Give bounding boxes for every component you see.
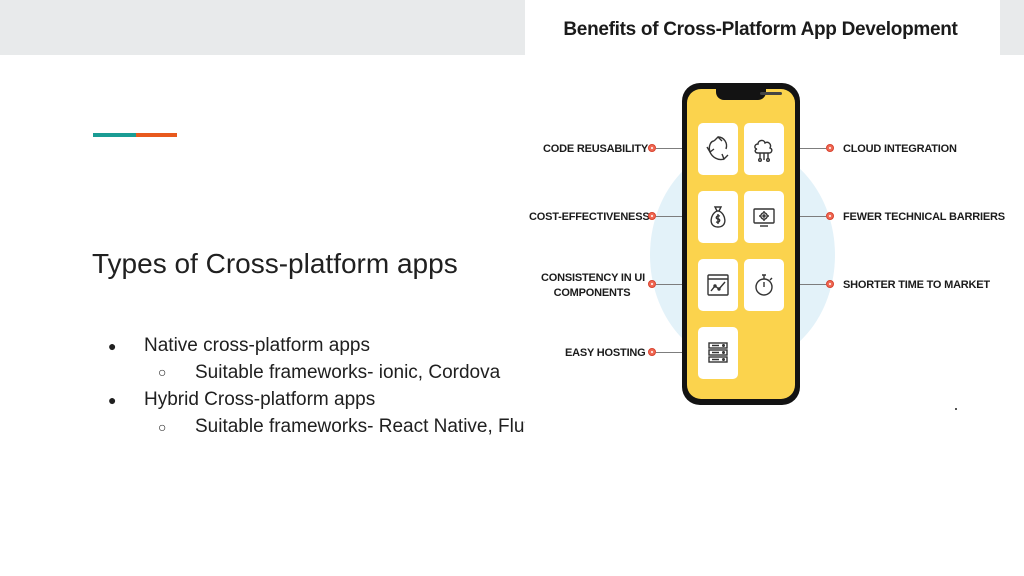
connector-dot [648,280,656,288]
feature-consistency-ui: CONSISTENCY IN UI [541,272,645,284]
connector-line [656,352,682,353]
connector-dot [826,212,834,220]
feature-shorter-time: SHORTER TIME TO MARKET [843,279,990,291]
recycle-icon [698,123,738,175]
feature-cost-effectiveness: COST-EFFECTIVENESS [529,211,650,223]
connector-line [800,148,826,149]
feature-cloud-integration: CLOUD INTEGRATION [843,143,957,155]
cloud-network-icon [744,123,784,175]
accent-bar-orange [136,133,177,137]
connector-line [656,284,682,285]
connector-dot [648,144,656,152]
stopwatch-icon [744,259,784,311]
feature-code-reusability: CODE REUSABILITY [543,143,648,155]
connector-dot [648,212,656,220]
feature-consistency-ui-line2: COMPONENTS [553,287,631,299]
feature-fewer-barriers: FEWER TECHNICAL BARRIERS [843,211,1005,223]
sub-bullet-circle: ○ [158,364,167,380]
money-bag-icon [698,191,738,243]
phone-notch [716,89,782,100]
connector-dot [826,280,834,288]
bullet-item: Hybrid Cross-platform apps [144,389,376,410]
infographic-title: Benefits of Cross-Platform App Developme… [563,19,958,40]
server-icon [698,327,738,379]
connector-line [800,216,826,217]
benefits-infographic: Benefits of Cross-Platform App Developme… [525,0,1005,440]
bullet-dot: ● [108,338,117,354]
sub-bullet-item: Suitable frameworks- ionic, Cordova [195,362,501,383]
bullet-item: Native cross-platform apps [144,335,370,356]
connector-dot [648,348,656,356]
slide-title: Types of Cross-platform apps [92,248,458,279]
sub-bullet-circle: ○ [158,419,167,435]
connector-line [656,216,682,217]
phone-device [682,83,800,405]
connector-line [656,148,682,149]
accent-bar-teal [93,133,136,137]
bullet-dot: ● [108,392,117,408]
feature-easy-hosting: EASY HOSTING [565,347,646,359]
stray-mark [955,408,957,410]
connector-dot [826,144,834,152]
connector-line [800,284,826,285]
phone-screen [687,89,795,399]
gear-screen-icon [744,191,784,243]
chart-monitor-icon [698,259,738,311]
